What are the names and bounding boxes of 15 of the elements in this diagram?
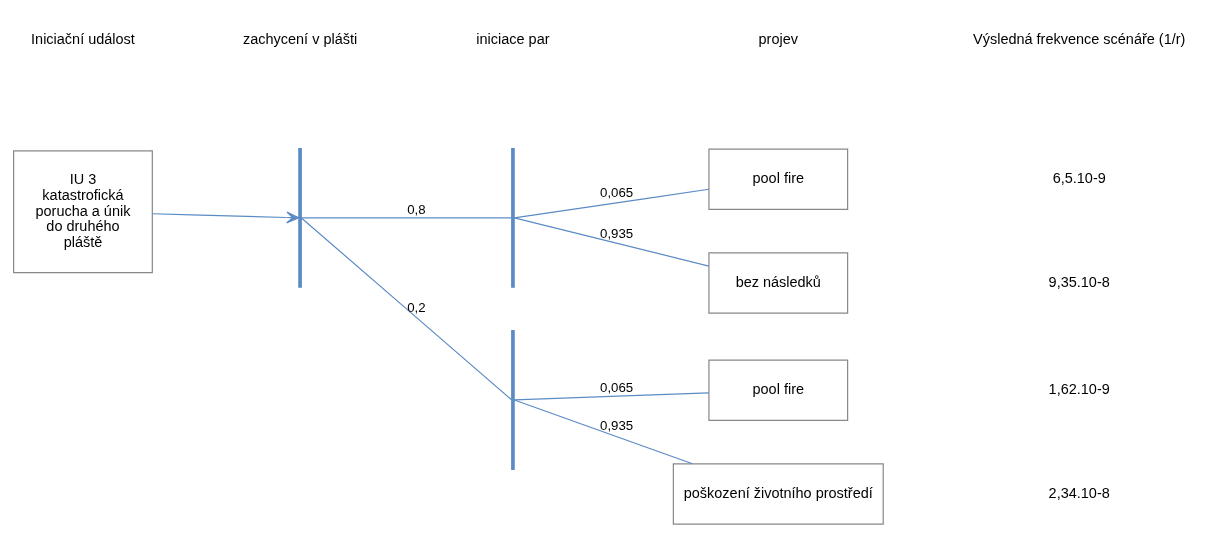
label: projev [758,30,798,47]
edge-label: 0,935 [600,417,634,433]
label: iniciace par [476,30,550,47]
label: Iniciační událost [31,30,135,47]
label: 1,62.10-9 [1048,380,1110,397]
edge-label: 0,8 [407,201,426,217]
label: 2,34.10-8 [1048,484,1110,501]
edge-label: 0,935 [600,225,634,241]
label: 9,35.10-8 [1048,273,1110,290]
label: 6,5.10-9 [1052,169,1106,186]
label: Výsledná frekvence scénáře (1/r) [973,30,1186,47]
label: zachycení v plášti [242,30,358,47]
edge-label: 0,065 [600,184,634,200]
edge-label: 0,2 [407,299,426,315]
edge-label: 0,065 [600,379,634,395]
